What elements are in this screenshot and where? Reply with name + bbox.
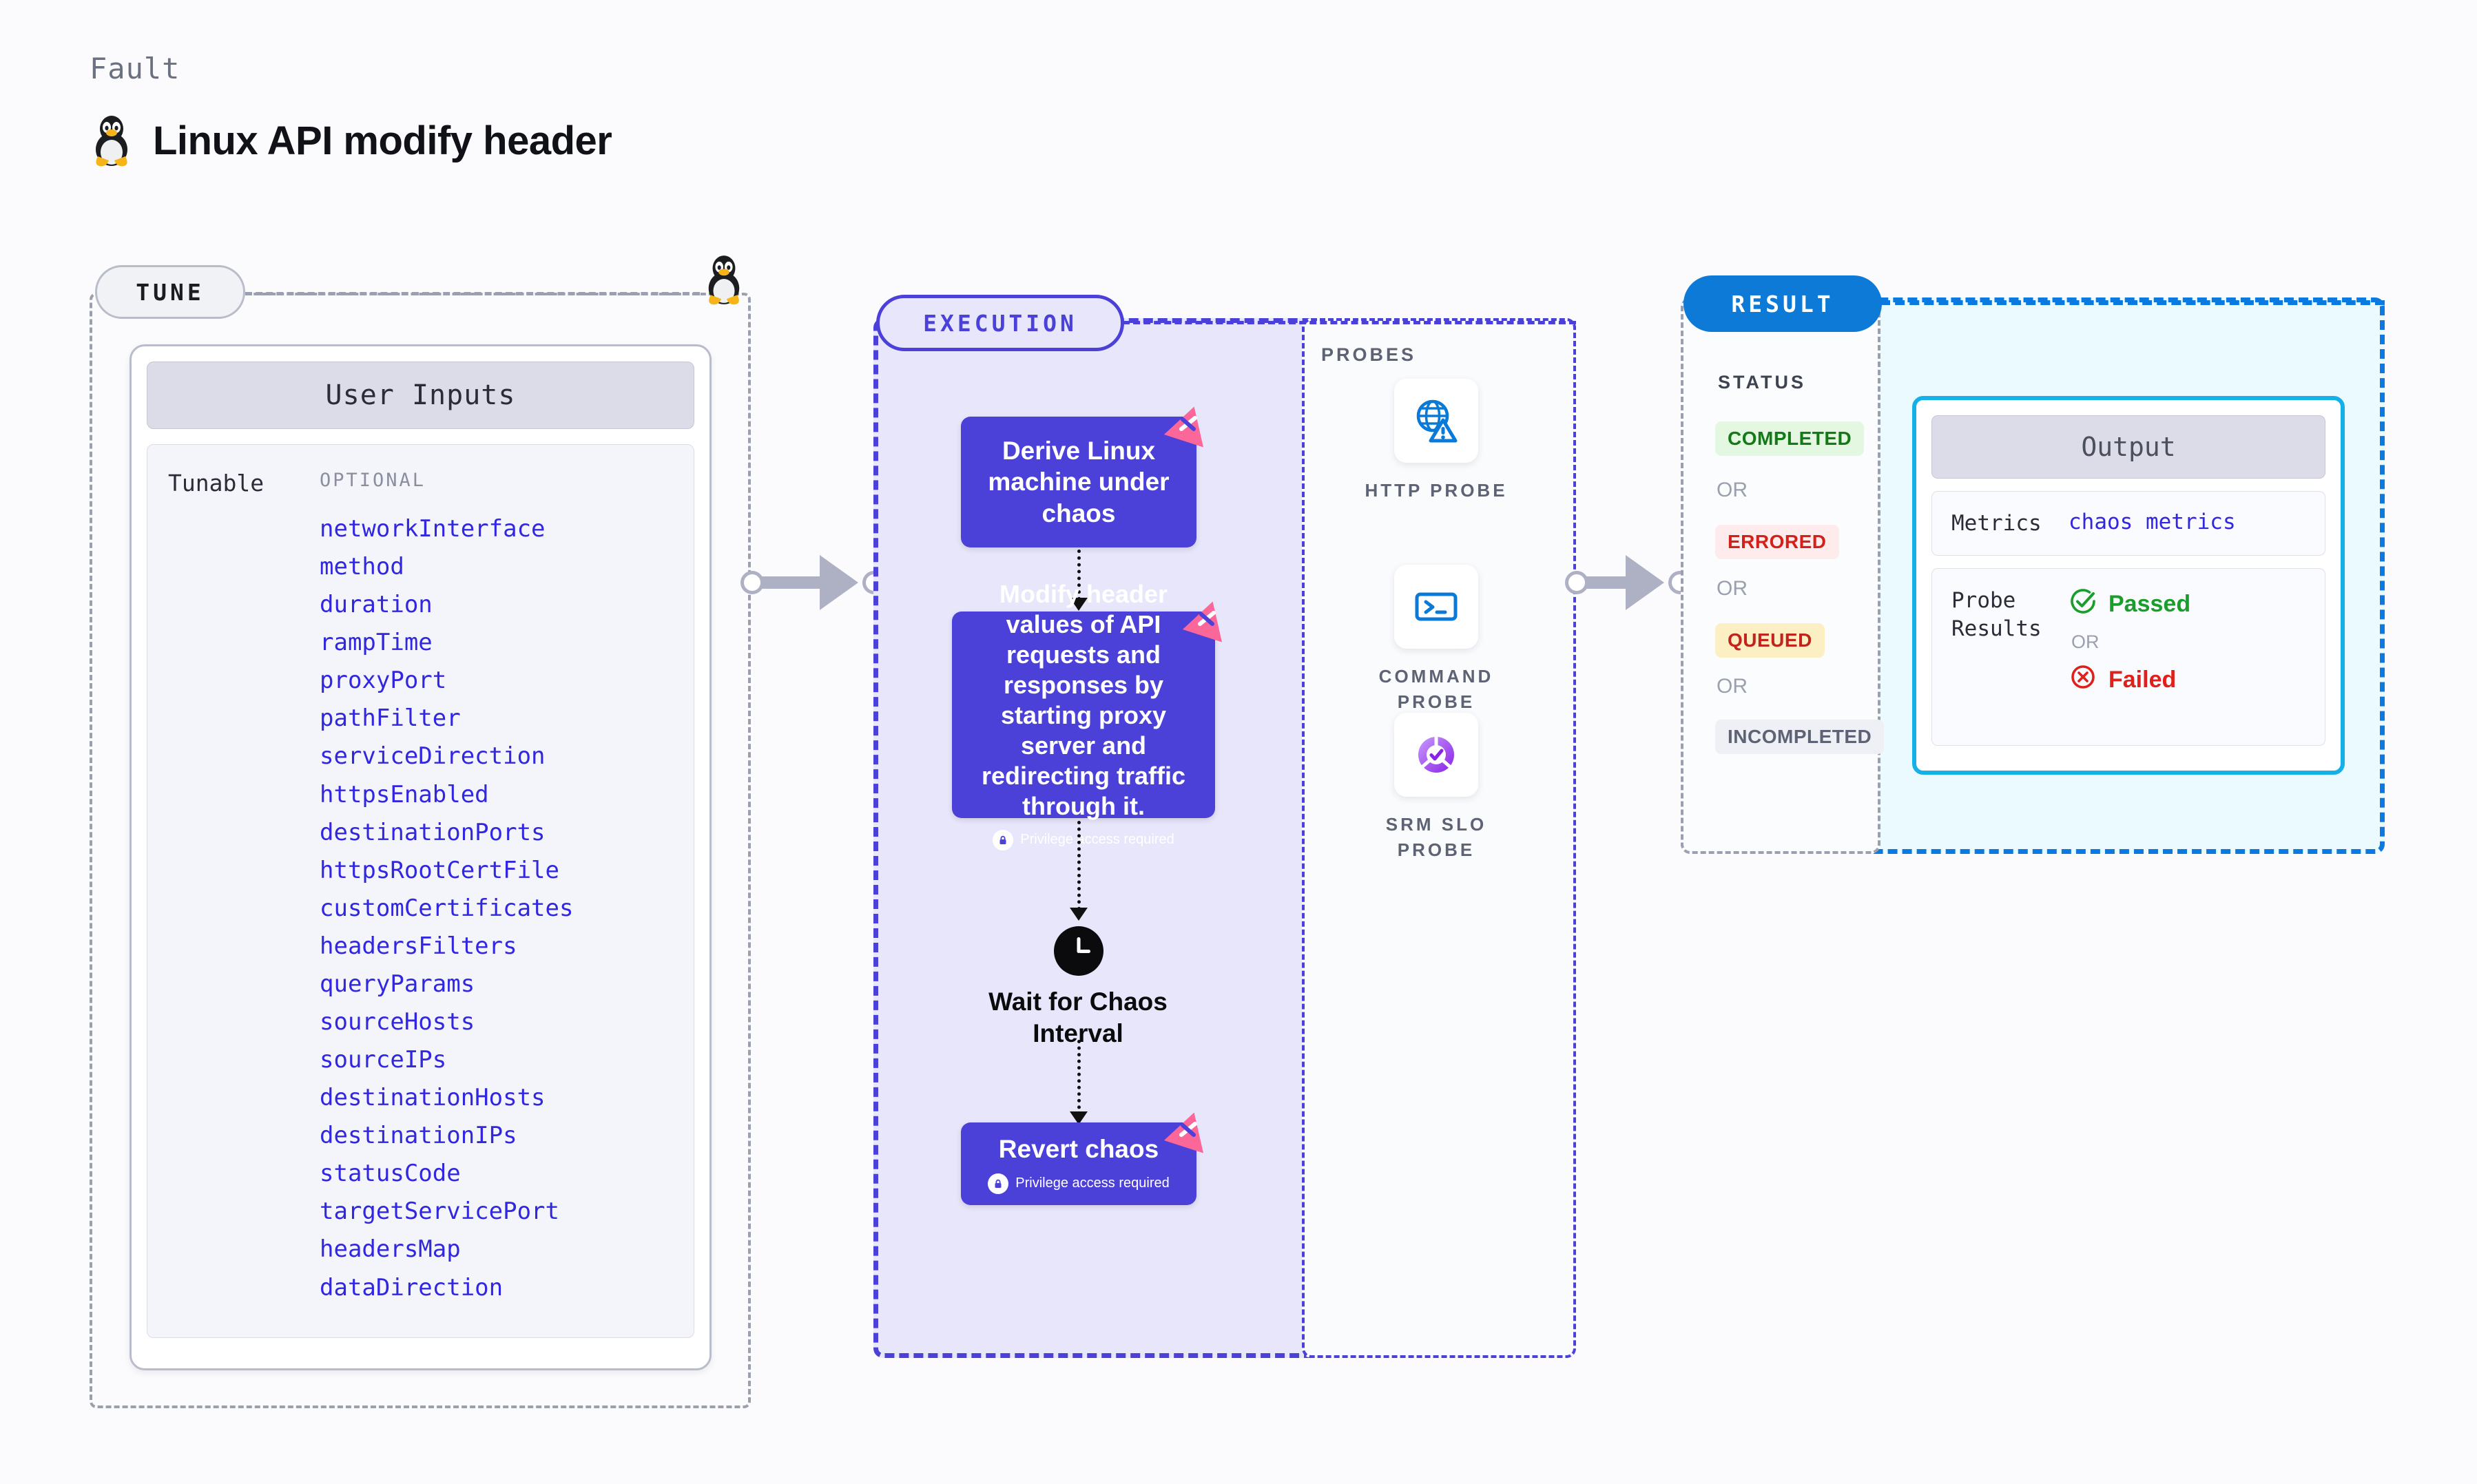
param-item[interactable]: destinationHosts [320,1084,546,1112]
status-badge-incompleted: INCOMPLETED [1715,720,1885,754]
tune-dashed-connector [245,292,700,295]
status-title: STATUS [1718,372,1806,393]
privilege-badge: Privilege access required [993,829,1174,850]
x-circle-icon [2069,662,2097,698]
flow-arrowhead-1 [1070,598,1088,611]
execution-pill: EXECUTION [876,295,1124,351]
flow-node-revert-chaos[interactable]: Revert chaos Privilege access required [961,1112,1203,1205]
user-inputs-card: User Inputs Tunable OPTIONAL networkInte… [129,344,712,1370]
privilege-badge: Privilege access required [988,1173,1170,1194]
param-item[interactable]: headersFilters [320,932,517,960]
privilege-label: Privilege access required [1020,832,1174,848]
tux-penguin-marker-icon [703,253,745,309]
output-probe-results-row: Probe Results Passed OR [1931,568,2325,746]
status-or: OR [1717,577,1748,600]
param-item[interactable]: statusCode [320,1160,461,1188]
output-header: Output [1931,415,2325,479]
param-item[interactable]: httpsRootCertFile [320,856,559,884]
output-metrics-key: Metrics [1951,511,2042,536]
connector-start-dot [1565,571,1588,594]
probe-label: COMMAND PROBE [1378,666,1494,712]
tunable-group-label: Tunable [168,470,265,497]
probe-passed-label: Passed [2108,591,2191,618]
param-item[interactable]: dataDirection [320,1273,504,1302]
execution-dashed-connector [1123,321,1576,324]
probe-srm-slo[interactable]: SRM SLO PROBE [1357,713,1515,863]
param-item[interactable]: pathFilter [320,704,461,733]
probe-results-values: Passed OR Failed [2069,587,2190,698]
param-item[interactable]: customCertificates [320,894,574,922]
optional-label: OPTIONAL [320,470,426,491]
check-circle-icon [2069,587,2097,622]
flow-arrow-2 [1077,821,1081,910]
flow-arrowhead-3 [1070,1111,1088,1125]
clock-icon [1054,926,1103,976]
output-card: Output Metrics chaos metrics Probe Resul… [1912,396,2345,775]
status-badge-errored: ERRORED [1715,525,1839,559]
probe-result-or: OR [2071,631,2100,653]
privilege-label: Privilege access required [1015,1175,1170,1191]
slo-donut-check-icon [1394,713,1478,797]
param-item[interactable]: headersMap [320,1235,461,1264]
terminal-icon [1394,565,1478,649]
flow-node-label: Modify header values of API requests and… [981,580,1186,820]
lock-icon [988,1173,1009,1194]
status-badge-queued: QUEUED [1715,623,1825,658]
user-inputs-header: User Inputs [147,362,694,429]
status-or: OR [1717,479,1748,501]
status-badge-completed: COMPLETED [1715,421,1865,456]
flow-node-label: Revert chaos [998,1135,1159,1164]
page-title: Linux API modify header [153,118,612,163]
globe-warning-icon [1394,379,1478,463]
status-region [1681,297,1880,854]
probe-result-passed: Passed [2069,587,2190,622]
param-item[interactable]: sourceIPs [320,1046,447,1074]
page-kicker: Fault [90,52,180,85]
param-item[interactable]: sourceHosts [320,1008,475,1036]
param-item[interactable]: serviceDirection [320,742,546,771]
probes-region [1302,318,1576,1358]
probe-label: HTTP PROBE [1365,480,1508,501]
param-item[interactable]: rampTime [320,629,433,657]
param-item[interactable]: targetServicePort [320,1198,559,1226]
flow-arrow-3 [1077,1040,1081,1116]
param-item[interactable]: destinationPorts [320,818,546,846]
param-item[interactable]: proxyPort [320,667,447,695]
tune-pill: TUNE [95,265,245,319]
param-item[interactable]: networkInterface [320,515,546,543]
param-item[interactable]: method [320,553,404,581]
connector-arrowhead [820,555,858,610]
probe-result-failed: Failed [2069,662,2190,698]
probes-title: PROBES [1321,344,1417,365]
flow-node-derive[interactable]: Derive Linux machine under chaos [961,406,1203,547]
output-probe-key: Probe Results [1951,588,2042,641]
param-item[interactable]: httpsEnabled [320,780,489,808]
param-item[interactable]: destinationIPs [320,1122,517,1150]
param-item[interactable]: queryParams [320,970,475,998]
probe-label: SRM SLO PROBE [1385,814,1487,860]
output-metrics-row: Metrics chaos metrics [1931,491,2325,556]
result-dashed-connector [1880,300,2385,305]
lock-icon [993,829,1014,850]
connector-arrowhead [1626,555,1664,610]
flow-arrowhead-2 [1070,908,1088,921]
flow-arrow-1 [1077,550,1081,600]
result-pill: RESULT [1683,275,1882,332]
connector-start-dot [740,571,764,594]
probe-failed-label: Failed [2108,667,2177,693]
tux-penguin-icon [90,114,134,167]
flow-node-modify-header[interactable]: Modify header values of API requests and… [952,580,1222,850]
flow-node-label: Derive Linux machine under chaos [988,437,1170,527]
status-or: OR [1717,675,1748,698]
tunable-params-list: OPTIONAL networkInterface method duratio… [320,470,694,1337]
output-metrics-value[interactable]: chaos metrics [2069,510,2236,534]
page-title-row: Linux API modify header [90,114,612,167]
param-item[interactable]: duration [320,591,433,619]
probe-command[interactable]: COMMAND PROBE [1357,565,1515,715]
probe-http[interactable]: HTTP PROBE [1357,379,1515,503]
user-inputs-body: Tunable OPTIONAL networkInterface method… [147,444,694,1338]
